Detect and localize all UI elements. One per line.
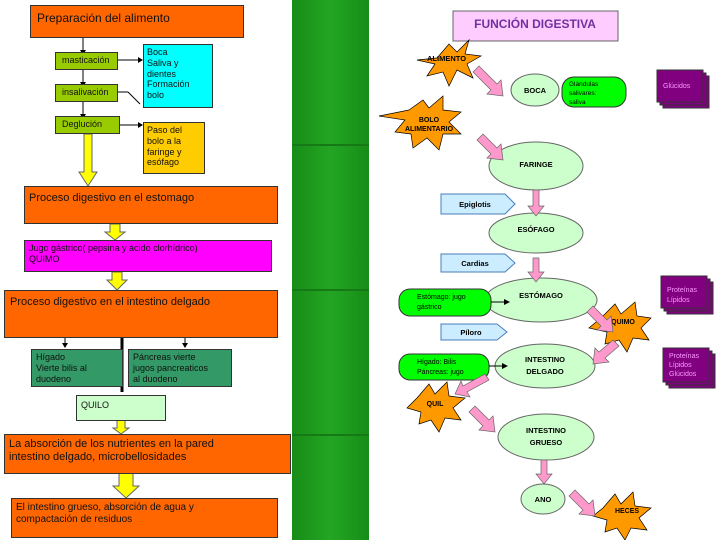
boca-node <box>510 73 560 107</box>
estomago-label: Proceso digestivo en el estomago <box>29 192 195 204</box>
quimo-star <box>588 301 652 353</box>
pink-arrow-bolo-faringe <box>476 133 504 161</box>
yellow-arrow <box>105 271 129 291</box>
intestino-grueso-label-1: INTESTINO <box>526 426 566 435</box>
proteinas2-line-2: Lípidos <box>669 362 692 369</box>
masticacion-label: masticación <box>62 55 110 65</box>
title-box <box>452 10 619 42</box>
insalivacion-box: insalivación <box>55 84 118 102</box>
quimo-label: QUIMO <box>611 319 635 326</box>
heces-label: HECES <box>615 508 639 515</box>
quilo-label: QUILO <box>81 400 110 410</box>
estomago-jugo-line-2: gástrico <box>417 304 442 311</box>
higado-box: Hígado Vierte bilis al duodeno <box>31 349 123 387</box>
intestino-grueso-node <box>497 413 595 461</box>
pink-arrow-esofago-estomago <box>527 257 545 283</box>
title-text: FUNCIÓN DIGESTIVA <box>474 16 596 31</box>
pink-arrow-ano-heces <box>568 489 596 517</box>
higado-box <box>398 353 490 381</box>
yellow-arrow <box>111 419 131 435</box>
proteinas2-line-1: Proteínas <box>669 353 699 360</box>
proteinas1-line-2: Lípidos <box>667 297 690 304</box>
intestino-delgado-box: Proceso digestivo en el intestino delgad… <box>4 290 278 338</box>
arrow-head <box>138 122 143 128</box>
piloro-label: Píloro <box>460 328 482 337</box>
deglucion-box: Deglución <box>55 116 120 134</box>
glandulas-line-1: Glándulas <box>569 81 599 88</box>
faringe-label: FARINGE <box>519 160 552 169</box>
arrow-head <box>182 343 188 348</box>
intestino-delgado-node <box>494 343 596 389</box>
epiglotis-label: Epiglotis <box>459 200 491 209</box>
quilo-box: QUILO <box>76 395 166 421</box>
proteinas1-line-1: Proteínas <box>667 287 697 294</box>
arrow-head <box>138 57 143 63</box>
proteinas1-stack-front <box>660 275 708 309</box>
pink-arrow-alimento-boca <box>472 65 504 97</box>
boca-label: BOCA <box>524 86 547 95</box>
ano-label: ANO <box>535 495 552 504</box>
masticacion-box: masticación <box>55 52 118 70</box>
estomago-box: Proceso digestivo en el estomago <box>24 186 278 224</box>
glucidos-stack-front <box>656 69 704 103</box>
cardias-arrow <box>440 253 516 273</box>
glandulas-line-3: saliva <box>569 99 586 106</box>
pink-arrow-quil-grueso <box>468 405 496 433</box>
proteinas2-line-3: Glúcidos <box>669 371 697 378</box>
heces-star <box>592 491 652 540</box>
glandulas-line-2: salivares: <box>569 90 597 97</box>
glandulas-box <box>561 76 627 108</box>
higado-line-2: Páncreas: jugo <box>417 369 464 376</box>
pink-arrow-intestino-quil <box>454 373 490 398</box>
pancreas-box: Páncreas vierte jugos pancreaticos al du… <box>128 349 232 387</box>
right-flow-diagram: FUNCIÓN DIGESTIVA ALIMENTO BOLO ALIMENTA… <box>378 10 716 540</box>
proteinas2-stack-front <box>662 347 710 383</box>
pink-arrow-grueso-ano <box>535 459 553 485</box>
intestino-delgado-label-2: DELGADO <box>526 367 564 376</box>
glucidos-label: Glúcidos <box>663 83 691 90</box>
alimento-star <box>416 38 483 87</box>
arrow-head <box>62 343 68 348</box>
alimento-label: ALIMENTO <box>427 54 466 63</box>
paso-note: Paso del bolo a la faringe y esófago <box>143 122 205 174</box>
yellow-arrow <box>111 472 141 499</box>
esofago-label: ESÓFAGO <box>517 225 554 234</box>
insalivacion-label: insalivación <box>62 87 109 97</box>
boca-note: Boca Saliva y dientes Formación bolo <box>143 44 213 108</box>
pink-arrow-estomago-quimo <box>586 305 614 333</box>
yellow-arrow <box>78 133 98 187</box>
deglucion-label: Deglución <box>62 119 103 129</box>
connector-line <box>127 91 141 105</box>
absorcion-box: La absorción de los nutrientes en la par… <box>4 434 291 474</box>
bolo-star <box>378 95 462 151</box>
higado-line-1: Hígado: Bilis <box>417 359 457 366</box>
estomago-label: ESTÓMAGO <box>519 291 563 300</box>
green-stripe <box>292 0 369 540</box>
quil-star <box>406 381 466 433</box>
bolo-label-1: BOLO <box>419 117 440 124</box>
epiglotis-arrow <box>440 193 516 215</box>
intestino-delgado-label: Proceso digestivo en el intestino delgad… <box>10 296 210 308</box>
bolo-label-2: ALIMENTARIO <box>405 126 454 133</box>
intestino-grueso-label-2: GRUESO <box>530 438 563 447</box>
yellow-arrow <box>103 223 127 241</box>
preparacion-label: Preparación del alimento <box>37 11 170 25</box>
ano-node <box>520 483 566 515</box>
estomago-node <box>484 277 598 323</box>
preparacion-box: Preparación del alimento <box>30 5 244 38</box>
left-connectors <box>62 38 188 499</box>
pink-arrow-faringe-esofago <box>527 189 545 217</box>
intestino-delgado-label-1: INTESTINO <box>525 355 565 364</box>
quil-label: QUIL <box>427 401 444 408</box>
estomago-jugo-line-1: Estómago: jugo <box>417 294 466 301</box>
pink-arrow-quimo-intestino <box>592 339 620 365</box>
jugo-box: Jugo gástrico( pepsina y ácido clorhídri… <box>24 240 272 272</box>
piloro-arrow <box>440 323 508 341</box>
cardias-label: Cardias <box>461 259 489 268</box>
grueso-box: El intestino grueso, absorción de agua y… <box>11 498 278 538</box>
stripe-shade <box>292 0 369 540</box>
